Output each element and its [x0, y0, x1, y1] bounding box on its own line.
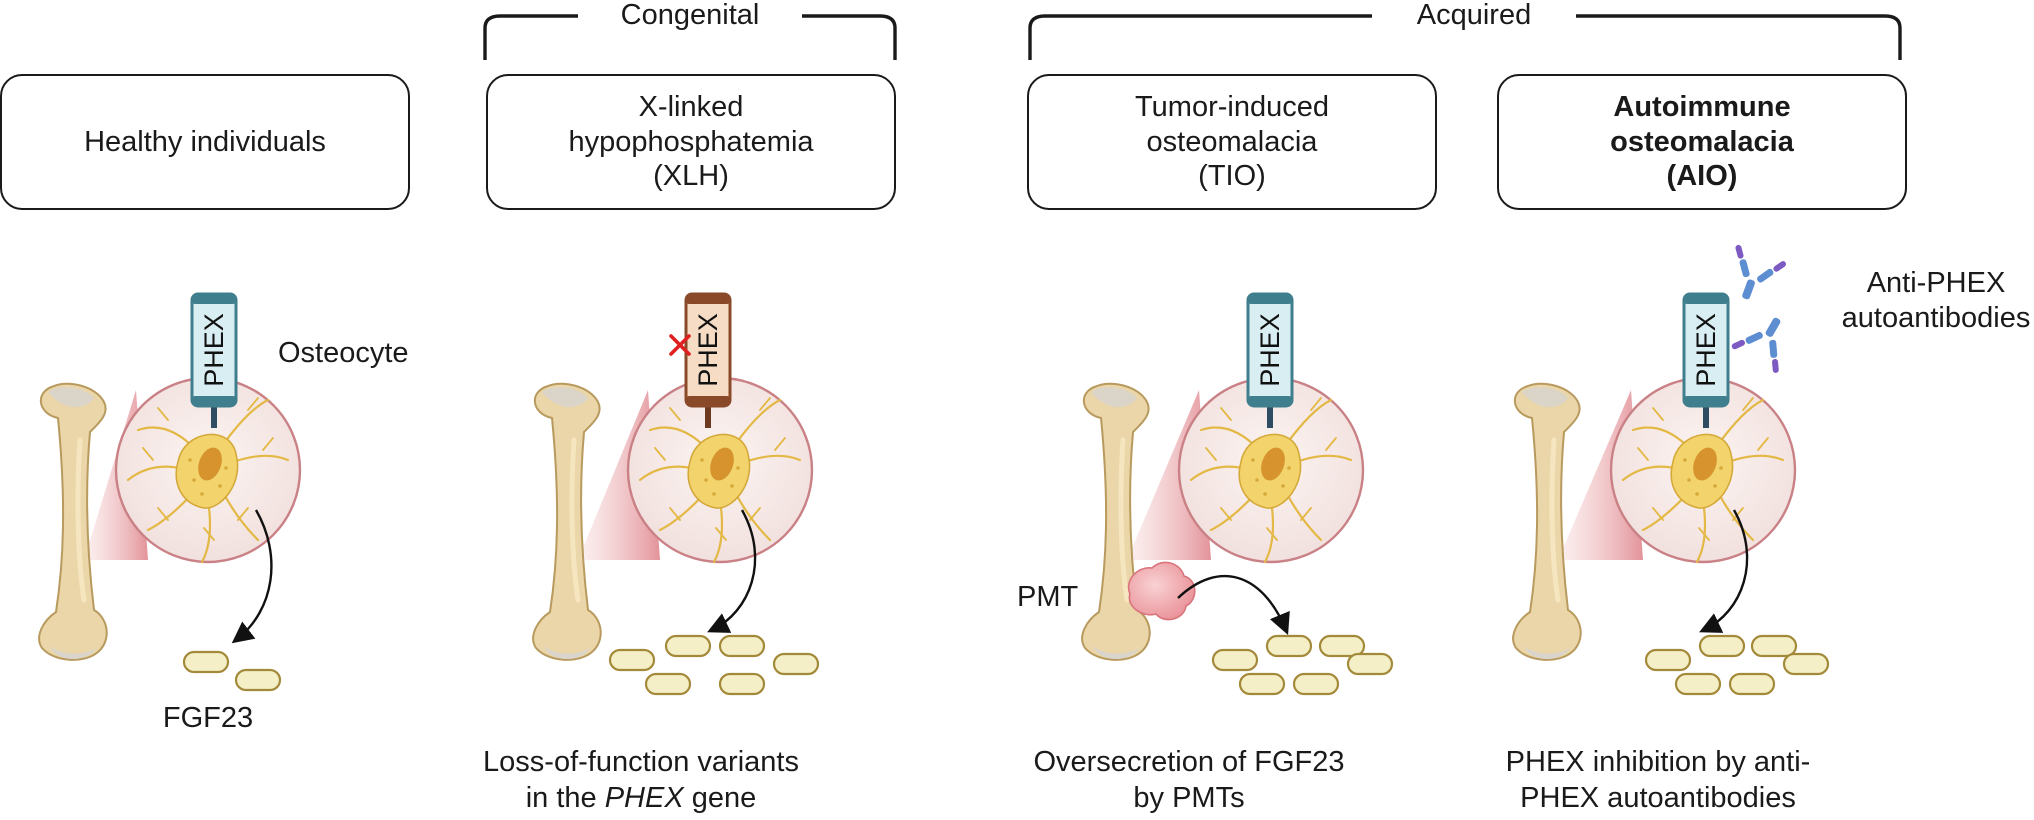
caption-tio: Oversecretion of FGF23 by PMTs [1033, 744, 1344, 817]
caption-line: PHEX autoantibodies [1520, 782, 1796, 815]
phex-receptor-icon: PHEX [1246, 292, 1294, 428]
caption-healthy: FGF23 [163, 700, 253, 736]
panel-box-line: (TIO) [1198, 160, 1266, 193]
fgf23-molecule-icon [644, 672, 692, 696]
secretion-arrow [1177, 574, 1290, 635]
fgf23-molecule-icon [718, 672, 766, 696]
phex-receptor-icon: PHEX [1682, 292, 1730, 428]
caption-gene-name: PHEX [604, 782, 684, 815]
caption-line: Loss-of-function variants [483, 746, 799, 778]
caption-aio: PHEX inhibition by anti- PHEX autoantibo… [1506, 744, 1811, 817]
fgf23-molecule-icon [1238, 672, 1286, 696]
fgf23-molecule-icon [608, 648, 656, 672]
group-label-congenital: Congenital [606, 0, 774, 32]
fgf23-molecule-icon [1265, 634, 1313, 658]
panel-box-line: (AIO) [1666, 160, 1738, 193]
pmt-label: PMT [1017, 581, 1079, 613]
fgf23-molecule-icon [1728, 672, 1776, 696]
panel-box-xlh: X-linked hypophosphatemia (XLH) [486, 74, 896, 210]
bracket-acquired [1028, 14, 1902, 60]
caption-line: PHEX inhibition by anti- [1505, 746, 1811, 778]
antibody-icon [1735, 244, 1786, 300]
fgf23-molecule-icon [1674, 672, 1722, 696]
panel-box-healthy: Healthy individuals [0, 74, 410, 210]
fgf23-molecule-icon [772, 652, 820, 676]
phex-receptor-icon: PHEX [190, 292, 238, 428]
bone-icon [1512, 382, 1582, 661]
fgf23-molecule-icon [1318, 634, 1366, 658]
bone-icon [532, 382, 602, 661]
fgf23-molecule-icon [182, 650, 230, 674]
fgf23-molecule-icon [718, 634, 766, 658]
panel-box-line: Autoimmune [1613, 90, 1791, 123]
phex-label: PHEX [1691, 313, 1721, 387]
caption-xlh: Loss-of-function variants in the PHEX ge… [483, 744, 799, 817]
panel-box-aio: Autoimmune osteomalacia (AIO) [1497, 74, 1907, 210]
caption-line: Oversecretion of FGF23 [1033, 746, 1345, 778]
caption-line: in the PHEX gene [483, 780, 799, 816]
secretion-arrow [707, 509, 757, 633]
fgf23-molecule-icon [1644, 648, 1692, 672]
tumor-icon [1127, 561, 1196, 621]
panel-box-line: hypophosphatemia [568, 125, 814, 158]
panel-box-line: X-linked [638, 90, 744, 123]
panel-box-tio: Tumor-induced osteomalacia (TIO) [1027, 74, 1437, 210]
bone-icon [1081, 382, 1151, 661]
fgf23-molecule-icon [1211, 648, 1259, 672]
panel-box-line: osteomalacia [1610, 125, 1794, 158]
phex-label: PHEX [693, 313, 723, 387]
fgf23-molecule-icon [664, 634, 712, 658]
fgf23-molecule-icon [1782, 652, 1830, 676]
osteocyte-label: Osteocyte [278, 337, 409, 369]
phex-label: PHEX [199, 313, 229, 387]
fgf23-molecule-icon [1346, 652, 1394, 676]
fgf23-molecule-icon [1292, 672, 1340, 696]
caption-line: FGF23 [162, 702, 254, 734]
osteocyte-icon [126, 397, 290, 564]
scene-panel-4: PHEX [1512, 244, 1830, 696]
caption-line: by PMTs [1133, 782, 1245, 815]
osteocyte-icon [1621, 397, 1785, 564]
antibodies-label: Anti-PHEX autoantibodies [1842, 266, 2031, 336]
caption-text: in the [525, 782, 605, 815]
scene-panel-1: PHEX [38, 292, 302, 692]
fgf23-molecule-icon [1750, 634, 1798, 658]
caption-text: gene [683, 782, 757, 815]
panel-box-line: Tumor-induced [1135, 90, 1329, 123]
panel-box-line: osteomalacia [1146, 125, 1318, 158]
scene-panel-3: PHEX [1081, 292, 1394, 696]
bone-icon [38, 382, 108, 661]
antibody-icon [1731, 317, 1781, 373]
scene-panel-2: PHEX [532, 292, 820, 696]
bracket-congenital [483, 14, 897, 60]
mutation-x-icon [669, 334, 691, 356]
secretion-arrow [231, 509, 273, 644]
group-label-acquired: Acquired [1402, 0, 1546, 32]
secretion-arrow [1699, 509, 1749, 633]
antibodies-label-line: Anti-PHEX [1866, 267, 2006, 299]
osteocyte-icon [1189, 397, 1353, 564]
fgf23-molecule-icon [234, 668, 282, 692]
fgf23-molecule-icon [1698, 634, 1746, 658]
phex-label: PHEX [1255, 313, 1285, 387]
panel-box-line: (XLH) [653, 160, 729, 193]
osteocyte-icon [638, 397, 802, 564]
antibodies-label-line: autoantibodies [1841, 301, 2031, 334]
panel-box-line: Healthy individuals [84, 125, 326, 158]
